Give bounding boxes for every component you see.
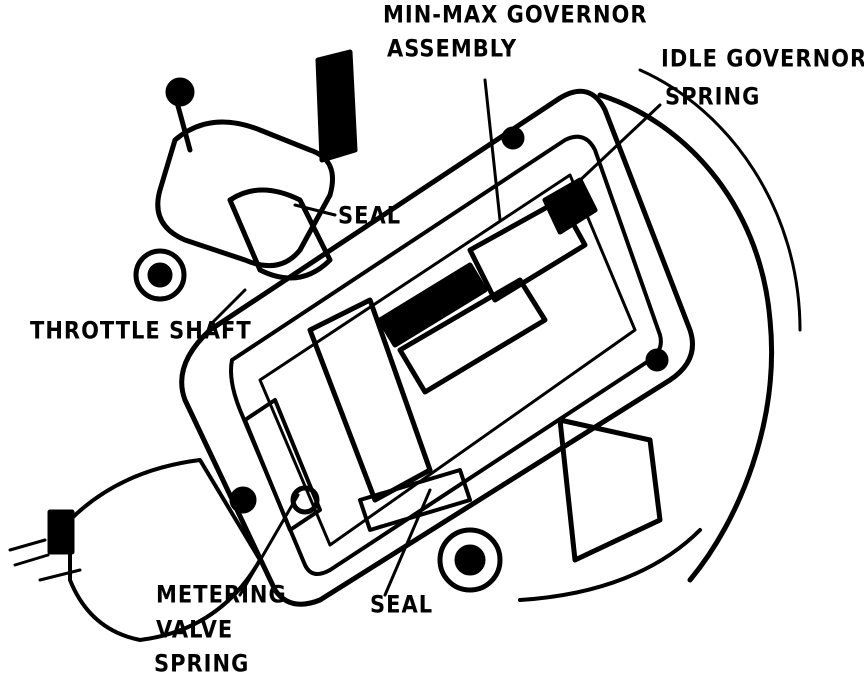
fitting-bore bbox=[437, 527, 503, 593]
left-fitting bbox=[47, 509, 75, 555]
label-idle-line2: SPRING bbox=[665, 82, 761, 111]
leader-seal-lower bbox=[383, 488, 432, 597]
pump-body-lower-edge bbox=[518, 528, 702, 602]
left-hatch bbox=[8, 538, 82, 582]
throttle-shaft-body bbox=[227, 187, 333, 281]
housing-outer bbox=[179, 88, 695, 607]
label-seal-lower: SEAL bbox=[370, 590, 434, 619]
label-throttle-shaft: THROTTLE SHAFT bbox=[30, 316, 252, 345]
throttle-plate bbox=[155, 119, 335, 269]
bolt-hole-top bbox=[501, 126, 525, 150]
governor-sleeve bbox=[397, 277, 548, 395]
lower-fitting bbox=[557, 417, 663, 563]
governor-body bbox=[467, 197, 588, 303]
bolt-hole-left bbox=[229, 486, 257, 514]
pump-body-left bbox=[68, 458, 262, 642]
leader-metering bbox=[238, 493, 300, 597]
label-min-max-line2: ASSEMBLY bbox=[387, 34, 518, 63]
lever-base bbox=[358, 468, 472, 532]
metering-pivot bbox=[290, 485, 320, 515]
label-min-max-line1: MIN-MAX GOVERNOR bbox=[383, 0, 648, 29]
governor-lever bbox=[307, 297, 433, 503]
throttle-nut-inner bbox=[147, 262, 173, 288]
label-metering-line1: METERING bbox=[156, 580, 287, 609]
idle-spring bbox=[542, 177, 598, 235]
metering-bracket bbox=[243, 398, 322, 532]
governor-spring bbox=[377, 262, 488, 348]
leader-min-max bbox=[483, 78, 502, 222]
label-seal-upper: SEAL bbox=[338, 201, 402, 230]
bolt-hole-right bbox=[645, 348, 669, 372]
fitting-bore-inner bbox=[454, 544, 486, 576]
leader-seal-upper bbox=[293, 203, 337, 217]
leader-idle bbox=[573, 103, 662, 187]
adjuster-screw bbox=[315, 49, 358, 163]
label-metering-line3: SPRING bbox=[154, 649, 250, 678]
label-metering-line2: VALVE bbox=[156, 615, 234, 644]
leader-throttle bbox=[208, 288, 247, 327]
throttle-knob bbox=[165, 77, 195, 107]
label-idle-line1: IDLE GOVERNOR bbox=[661, 44, 864, 73]
pump-body-right-outline bbox=[597, 92, 775, 583]
pump-body-right-curve bbox=[638, 68, 802, 332]
throttle-nut bbox=[133, 248, 187, 302]
